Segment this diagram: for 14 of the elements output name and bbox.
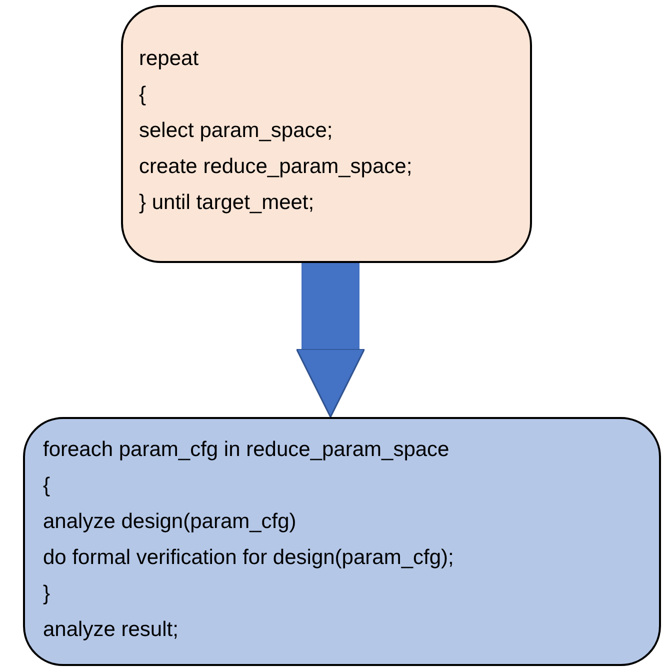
code-line: do formal verification for design(param_cfg); <box>43 544 454 570</box>
code-line: { <box>43 472 50 498</box>
process-box <box>23 417 661 666</box>
code-line: analyze result; <box>43 616 178 642</box>
code-line: select param_space; <box>139 118 333 144</box>
code-line: analyze design(param_cfg) <box>43 508 296 534</box>
code-line: create reduce_param_space; <box>139 154 412 180</box>
code-line: } <box>43 580 50 606</box>
code-line: repeat <box>139 46 199 72</box>
block-arrow <box>296 263 366 418</box>
code-line: } until target_meet; <box>139 190 314 216</box>
code-line: foreach param_cfg in reduce_param_space <box>43 436 450 462</box>
code-line: { <box>139 82 146 108</box>
process-box <box>121 5 532 263</box>
